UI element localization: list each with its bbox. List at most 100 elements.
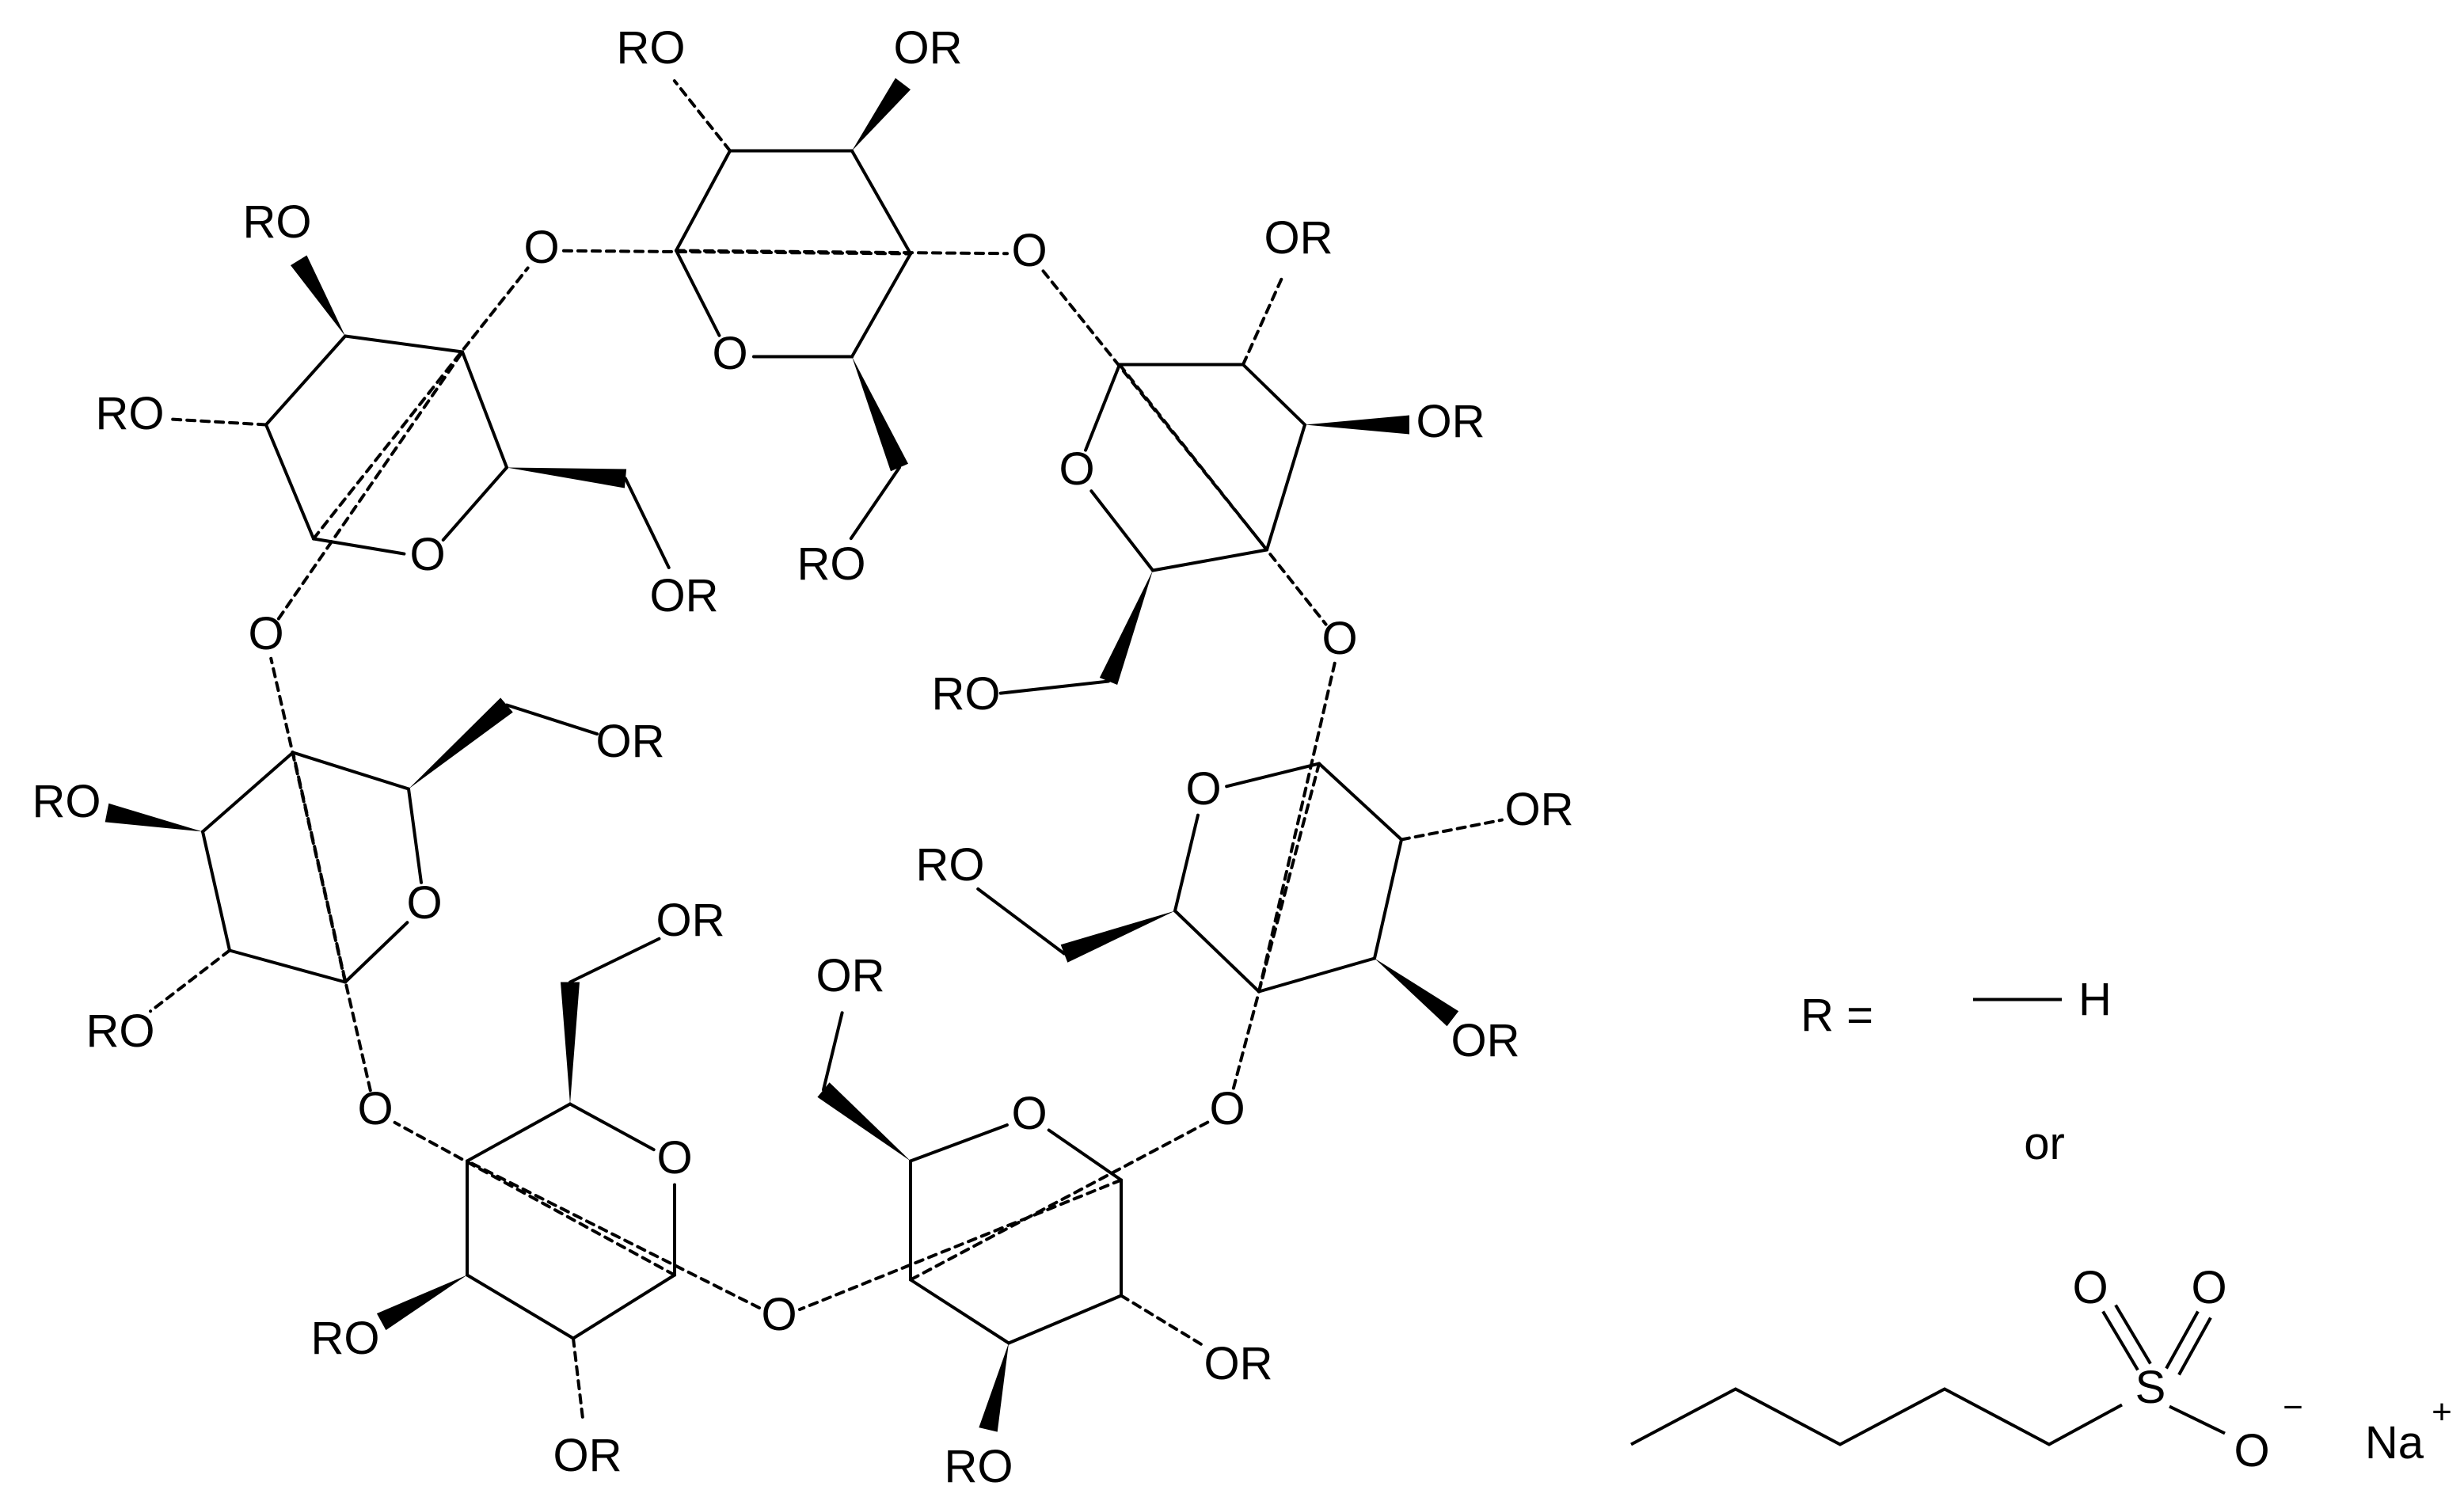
- c3-substituent-label: OR: [894, 22, 963, 74]
- bond: [909, 1278, 1010, 1345]
- wedge-bond: [1305, 415, 1409, 435]
- bond: [624, 477, 671, 569]
- bond: [976, 887, 1066, 956]
- bond: [407, 787, 423, 884]
- c3-substituent-label: RO: [311, 1313, 380, 1364]
- hydrogen-label: H: [2078, 974, 2112, 1025]
- bond: [201, 830, 231, 952]
- c6-substituent-label: RO: [797, 538, 866, 590]
- bond: [466, 1273, 575, 1340]
- glycosidic-oxygen: O: [761, 1289, 797, 1340]
- hashed-bond: [572, 1336, 585, 1423]
- sulfur-label: S: [2135, 1362, 2166, 1413]
- bond: [201, 751, 295, 834]
- ring-oxygen: O: [406, 877, 442, 929]
- bond: [1007, 1294, 1123, 1345]
- glycosidic-oxygen: O: [523, 222, 559, 273]
- wedge-bond: [105, 803, 203, 832]
- bond: [1151, 548, 1268, 572]
- bond: [264, 334, 347, 427]
- bond: [1089, 489, 1154, 572]
- wedge-bond: [1099, 570, 1153, 685]
- c3-substituent-label: RO: [32, 776, 101, 827]
- c3-substituent-label: OR: [1416, 396, 1485, 447]
- bond: [344, 921, 409, 984]
- hashed-bond: [149, 948, 231, 1013]
- wedge-bond: [979, 1343, 1009, 1432]
- negative-charge: −: [2283, 1388, 2303, 1427]
- bond: [1257, 956, 1376, 994]
- c2-substituent-label: RO: [617, 22, 686, 74]
- glycosidic-oxygen: O: [1011, 225, 1047, 276]
- bond: [1242, 363, 1306, 427]
- hashed-bond: [312, 266, 530, 541]
- c2-substituent-label: RO: [96, 388, 165, 439]
- bond: [344, 334, 464, 354]
- sulfobutyl-chain: [1630, 1304, 2226, 1446]
- bond: [505, 703, 599, 736]
- bond-lines: [149, 79, 1504, 1423]
- wedge-bond: [290, 255, 345, 336]
- bond: [291, 751, 410, 791]
- c6-substituent-label: RO: [916, 839, 985, 891]
- hashed-bond: [797, 1178, 1123, 1312]
- hashed-bond: [269, 656, 347, 984]
- c6-substituent-label: OR: [596, 716, 665, 767]
- wedge-bond: [852, 78, 911, 151]
- bond: [909, 1123, 1009, 1163]
- bond: [998, 679, 1110, 695]
- hashed-bond: [1118, 363, 1328, 626]
- glycosidic-oxygen: O: [248, 608, 283, 659]
- hashed-bond: [1400, 818, 1504, 842]
- sulfonyl-oxygen-right: O: [2191, 1262, 2226, 1313]
- bond: [572, 1273, 676, 1340]
- c2-substituent-label: OR: [553, 1430, 622, 1481]
- glycosidic-oxygen: O: [1321, 613, 1357, 664]
- bond: [1225, 762, 1321, 789]
- bond: [822, 1011, 844, 1092]
- c3-substituent-label: RO: [243, 196, 312, 248]
- sodium-counterion: Na: [2365, 1417, 2424, 1469]
- wedge-bond: [1375, 958, 1459, 1027]
- bond: [568, 1102, 656, 1152]
- glycosidic-oxygen: O: [1209, 1083, 1245, 1134]
- c3-substituent-label: OR: [1451, 1015, 1520, 1066]
- c6-substituent-label: RO: [932, 668, 1001, 720]
- hashed-bond: [672, 79, 732, 153]
- hashed-bond: [165, 417, 268, 427]
- bond: [264, 423, 315, 541]
- bond: [850, 252, 912, 359]
- r-group-legend: R = H or S O O O − Na +: [1630, 974, 2452, 1476]
- hashed-bond: [1231, 762, 1321, 1093]
- bond: [466, 1102, 572, 1163]
- ring-oxygen: O: [409, 529, 445, 580]
- wedge-bond: [409, 697, 513, 789]
- sulfonyl-oxygen-left: O: [2072, 1262, 2108, 1313]
- ring-oxygen: O: [1059, 443, 1094, 495]
- glycosidic-oxygen: O: [357, 1083, 393, 1134]
- hashed-bond: [561, 249, 912, 256]
- bond: [1173, 909, 1261, 994]
- c3-substituent-label: RO: [945, 1441, 1013, 1492]
- sulfonate-oxygen-anion: O: [2234, 1425, 2269, 1476]
- c6-substituent-label: OR: [650, 570, 719, 621]
- bond: [1173, 813, 1200, 913]
- ring-oxygen: O: [1185, 763, 1221, 815]
- bond: [1084, 363, 1121, 452]
- c2-substituent-label: OR: [1505, 784, 1574, 835]
- wedge-bond: [561, 982, 580, 1104]
- wedge-bond: [817, 1082, 911, 1161]
- ring-oxygen: O: [712, 328, 747, 379]
- ring-oxygen: O: [656, 1132, 692, 1184]
- hashed-bond: [1120, 1294, 1207, 1349]
- wedge-bonds: [105, 78, 1459, 1432]
- bond: [312, 537, 406, 556]
- ring-oxygen: O: [1011, 1088, 1047, 1139]
- bond: [441, 466, 508, 542]
- c6-substituent-label: OR: [656, 895, 725, 946]
- bond: [850, 149, 912, 256]
- bond: [228, 948, 347, 984]
- c2-substituent-label: OR: [1204, 1338, 1273, 1389]
